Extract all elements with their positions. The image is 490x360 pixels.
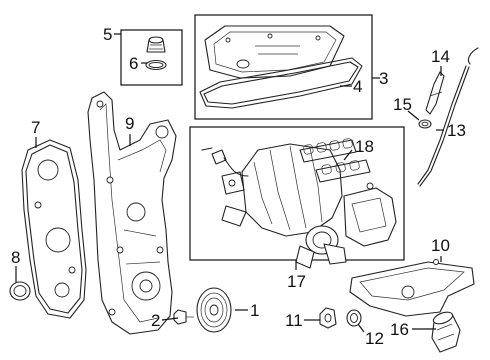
valve-cover-gasket-part[interactable] xyxy=(199,57,363,109)
crankshaft-oil-seal-part[interactable] xyxy=(9,281,31,301)
callout-1: 1 xyxy=(250,301,259,320)
leader-18 xyxy=(343,149,353,161)
callout-6: 6 xyxy=(129,54,138,73)
leader-15 xyxy=(407,110,420,121)
callout-16: 16 xyxy=(390,320,409,339)
throttle-body-part[interactable] xyxy=(343,182,397,247)
callout-14: 14 xyxy=(431,47,450,66)
callout-2: 2 xyxy=(151,311,160,330)
callout-7: 7 xyxy=(31,118,40,137)
callout-15: 15 xyxy=(393,95,412,114)
callout-8: 8 xyxy=(11,248,20,267)
oil-dipstick-part[interactable] xyxy=(417,47,479,187)
oil-pan-part[interactable] xyxy=(349,259,475,317)
crankshaft-pulley-part[interactable] xyxy=(196,287,232,333)
valve-cover-part[interactable] xyxy=(204,25,345,79)
callout-17: 17 xyxy=(287,272,306,291)
callout-18: 18 xyxy=(355,137,374,156)
callout-5: 5 xyxy=(103,25,112,44)
oil-filler-cap-part[interactable] xyxy=(145,36,167,71)
intake-hose-part[interactable] xyxy=(323,243,347,265)
timing-chain-cover-part[interactable] xyxy=(87,91,177,335)
oil-filter-part[interactable] xyxy=(431,310,461,353)
timing-cover-gasket-part[interactable] xyxy=(21,139,87,319)
callout-12: 12 xyxy=(365,329,384,348)
sensor-bracket-part[interactable] xyxy=(201,147,249,195)
callout-box-5 xyxy=(120,29,183,86)
intake-manifold-gasket-part[interactable] xyxy=(299,138,371,183)
leader-2 xyxy=(161,317,179,321)
callout-11: 11 xyxy=(285,311,303,330)
callout-9: 9 xyxy=(125,114,134,133)
callout-13: 13 xyxy=(447,121,466,140)
callout-box-3 xyxy=(194,14,373,120)
callout-4: 4 xyxy=(353,77,362,96)
intake-manifold-part[interactable] xyxy=(221,143,343,269)
dipstick-o-ring-part[interactable] xyxy=(418,119,432,129)
drain-plug-gasket-part[interactable] xyxy=(346,309,362,327)
pulley-bolt-part[interactable] xyxy=(173,309,194,325)
callout-3: 3 xyxy=(379,69,388,88)
callout-10: 10 xyxy=(431,236,450,255)
drain-plug-part[interactable] xyxy=(319,307,337,329)
dipstick-guide-part[interactable] xyxy=(425,71,445,115)
leader-12 xyxy=(357,323,365,333)
